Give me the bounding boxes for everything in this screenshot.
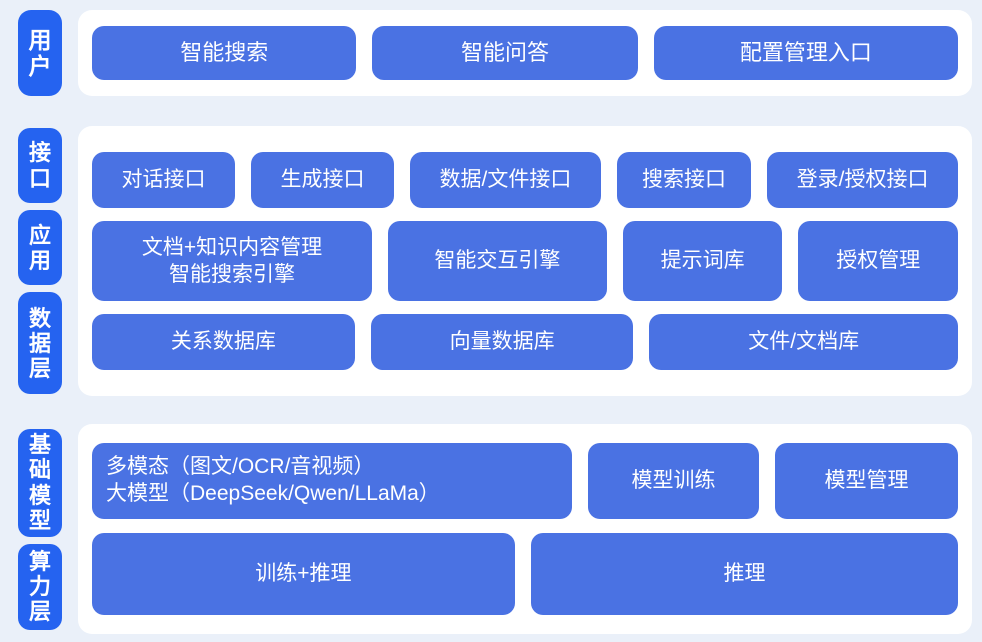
foundation-model-row: 多模态（图文/OCR/音视频） 大模型（DeepSeek/Qwen/LLaMa）… [92,443,958,519]
band-user-card: 智能搜索 智能问答 配置管理入口 [78,10,972,96]
tab-user-char-0: 用 [28,26,52,53]
user-entry-row: 智能搜索 智能问答 配置管理入口 [92,26,958,80]
tab-interface-char-0: 接 [28,140,51,166]
node-inference[interactable]: 推理 [530,533,958,615]
node-prompt-library[interactable]: 提示词库 [622,221,783,301]
band-base-card: 多模态（图文/OCR/音视频） 大模型（DeepSeek/Qwen/LLaMa）… [78,424,972,634]
tab-data-layer-char-0: 数 [28,305,51,331]
band-base: 基 础 模 型 算 力 层 多模态（图文/OCR/音视频） 大模型（DeepSe… [0,416,982,642]
node-file-document-store[interactable]: 文件/文档库 [649,314,958,370]
tab-data-layer[interactable]: 数 据 层 [18,292,62,394]
node-generation-interface[interactable]: 生成接口 [251,152,395,208]
tab-compute-layer-char-1: 力 [28,573,51,599]
tab-foundation-model-char-3: 型 [28,507,51,533]
node-intelligent-search[interactable]: 智能搜索 [92,26,357,80]
node-intelligent-qa[interactable]: 智能问答 [372,26,638,80]
node-authorization-management[interactable]: 授权管理 [798,221,959,301]
node-model-training[interactable]: 模型训练 [588,443,760,519]
node-multimodal-large-model[interactable]: 多模态（图文/OCR/音视频） 大模型（DeepSeek/Qwen/LLaMa） [92,443,572,519]
tab-interface[interactable]: 接 口 [18,128,62,204]
tab-foundation-model-char-2: 模 [28,482,51,508]
band-user-tabs: 用 户 [0,0,78,106]
node-document-knowledge-management[interactable]: 文档+知识内容管理 智能搜索引擎 [92,221,372,301]
tab-compute-layer-char-2: 层 [28,599,51,625]
compute-row: 训练+推理 推理 [92,533,958,615]
tab-interface-char-1: 口 [28,165,51,191]
node-data-file-interface[interactable]: 数据/文件接口 [410,152,601,208]
tab-data-layer-char-2: 层 [28,355,51,381]
node-login-auth-interface[interactable]: 登录/授权接口 [767,152,958,208]
interface-row: 对话接口 生成接口 数据/文件接口 搜索接口 登录/授权接口 [92,152,958,208]
tab-foundation-model-char-1: 础 [28,457,51,483]
tab-application-char-1: 用 [28,247,51,273]
tab-foundation-model[interactable]: 基 础 模 型 [18,428,62,537]
node-training-and-inference[interactable]: 训练+推理 [92,533,515,615]
tab-compute-layer[interactable]: 算 力 层 [18,543,62,630]
node-search-interface[interactable]: 搜索接口 [616,152,752,208]
band-middle-card: 对话接口 生成接口 数据/文件接口 搜索接口 登录/授权接口 文档+知识内容管理… [78,126,972,396]
tab-data-layer-char-1: 据 [28,330,51,356]
tab-compute-layer-char-0: 算 [28,548,51,574]
node-model-management[interactable]: 模型管理 [775,443,958,519]
node-dialog-interface[interactable]: 对话接口 [92,152,236,208]
tab-application-char-0: 应 [28,222,51,248]
application-row: 文档+知识内容管理 智能搜索引擎 智能交互引擎 提示词库 授权管理 [92,221,959,301]
band-base-tabs: 基 础 模 型 算 力 层 [0,416,78,642]
tab-application[interactable]: 应 用 [18,210,62,286]
node-config-management-entry[interactable]: 配置管理入口 [653,26,958,80]
node-intelligent-interaction-engine[interactable]: 智能交互引擎 [387,221,607,301]
node-relational-database[interactable]: 关系数据库 [92,314,355,370]
band-middle-tabs: 接 口 应 用 数 据 层 [0,118,78,404]
band-user: 用 户 智能搜索 智能问答 配置管理入口 [0,0,982,106]
band-middle: 接 口 应 用 数 据 层 对话接口 生成接口 数据/文件接口 搜索接口 登录/… [0,118,982,404]
node-vector-database[interactable]: 向量数据库 [370,314,634,370]
data-row: 关系数据库 向量数据库 文件/文档库 [92,314,958,370]
tab-user[interactable]: 用 户 [18,10,62,96]
tab-user-char-1: 户 [28,53,52,79]
tab-foundation-model-char-0: 基 [28,432,51,458]
